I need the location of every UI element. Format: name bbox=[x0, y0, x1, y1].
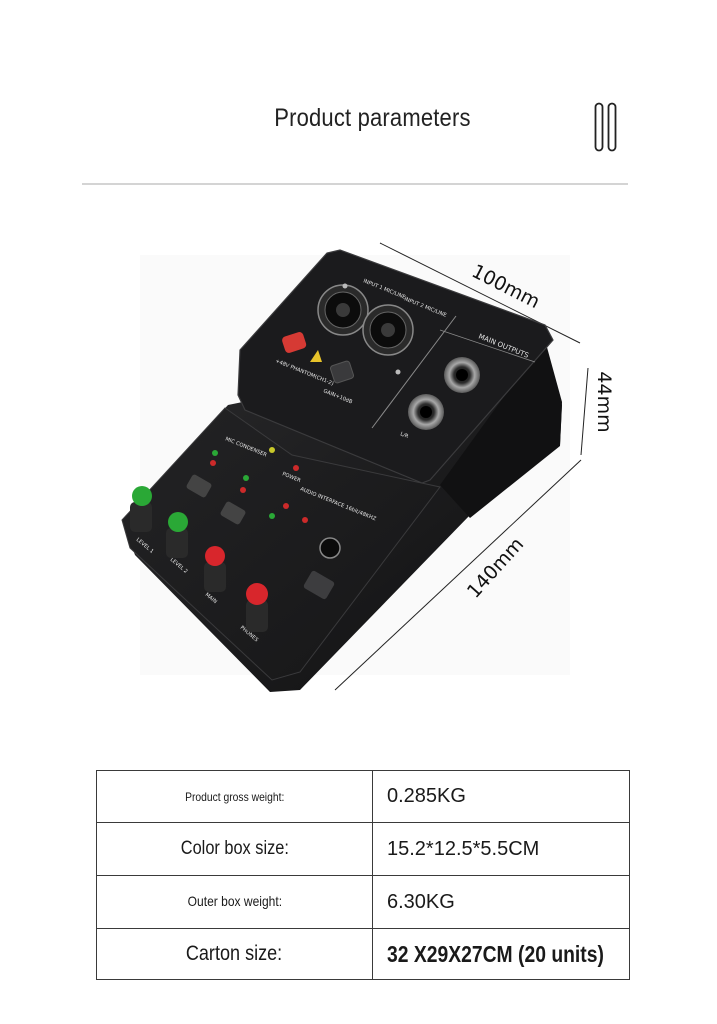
table-row: Color box size: 15.2*12.5*5.5CM bbox=[96, 822, 630, 876]
pause-icon[interactable] bbox=[594, 102, 618, 152]
page-title: Product parameters bbox=[274, 104, 471, 132]
gain-boost-button bbox=[329, 360, 355, 384]
table-row: Product gross weight: 0.285KG bbox=[96, 770, 630, 823]
phones-knob bbox=[246, 583, 268, 632]
main-output-jack-l bbox=[444, 357, 480, 393]
product-image: 100mm 44mm 140mm bbox=[121, 242, 615, 692]
spec-label: Color box size: bbox=[180, 838, 289, 859]
spec-value: 15.2*12.5*5.5CM bbox=[387, 837, 540, 860]
spec-table: Product gross weight: 0.285KG Color box … bbox=[96, 770, 630, 980]
main-knob bbox=[204, 546, 226, 592]
header-divider bbox=[82, 183, 628, 185]
spec-value: 6.30KG bbox=[387, 890, 455, 913]
input-jack-1 bbox=[317, 283, 369, 336]
dimension-lines bbox=[334, 242, 589, 691]
table-row: Carton size: 32 X29X27CM (20 units) bbox=[96, 928, 630, 980]
svg-text:L/R: L/R bbox=[399, 431, 409, 440]
level-2-knob bbox=[166, 512, 188, 558]
spec-label: Carton size: bbox=[186, 942, 283, 965]
table-row: Outer box weight: 6.30KG bbox=[96, 875, 630, 929]
phantom-power-button bbox=[282, 332, 307, 353]
main-output-jack-r bbox=[408, 394, 444, 430]
level-1-knob bbox=[130, 486, 152, 532]
spec-value: 32 X29X27CM (20 units) bbox=[387, 940, 604, 967]
dimension-height-label: 44mm bbox=[593, 371, 615, 432]
spec-value: 0.285KG bbox=[387, 785, 466, 807]
spec-label: Outer box weight: bbox=[187, 893, 282, 909]
input-jack-2 bbox=[362, 304, 414, 375]
spec-label: Product gross weight: bbox=[184, 789, 285, 804]
mixer-device: INPUT 1 MIC/LINE INPUT 2 MIC/LINE MAIN O… bbox=[121, 249, 562, 692]
